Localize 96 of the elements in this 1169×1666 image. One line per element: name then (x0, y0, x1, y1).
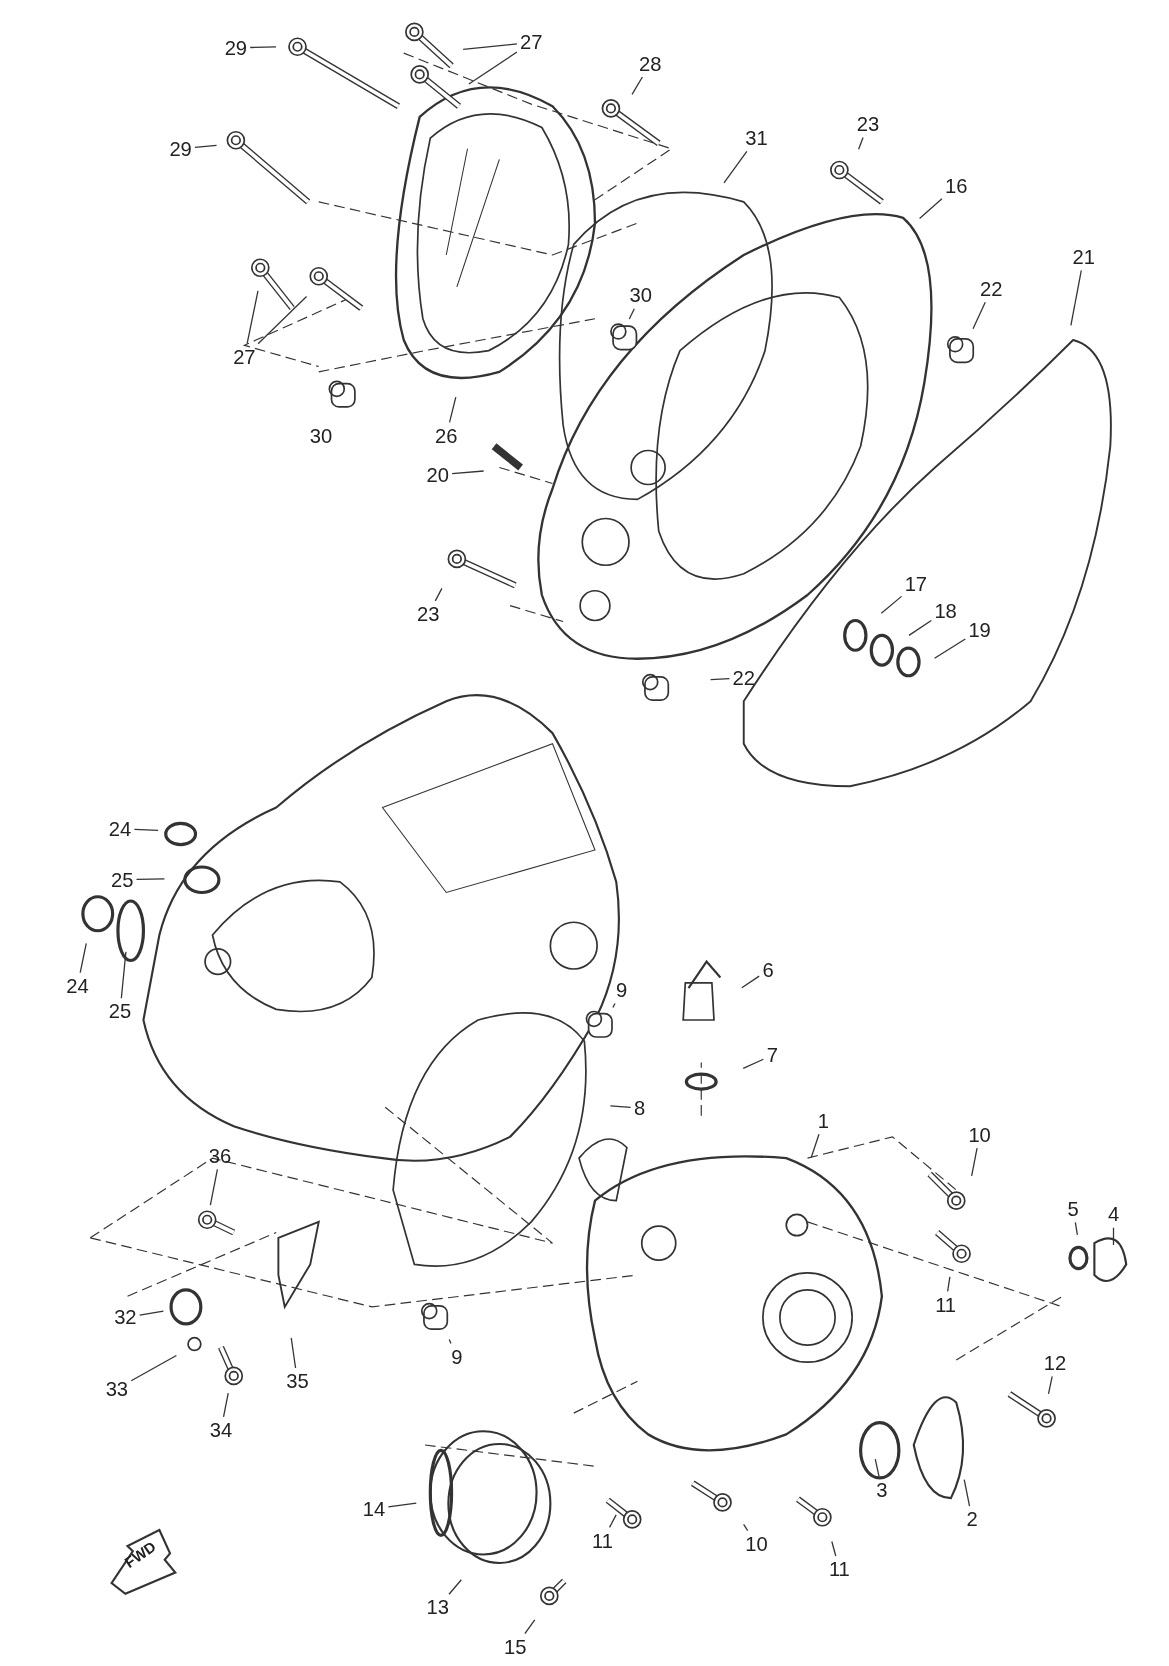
callout-number: 25 (107, 1000, 133, 1023)
callout-number: 36 (207, 1144, 233, 1168)
leader-line (448, 1338, 452, 1345)
leader-line (133, 828, 159, 831)
callout-number: 19 (967, 618, 992, 642)
leader-line (908, 619, 932, 636)
callout-number: 32 (113, 1306, 138, 1329)
callout-number: 22 (731, 666, 757, 690)
leader-line (468, 51, 518, 85)
callout-number: 29 (168, 137, 193, 160)
leader-line (524, 1619, 536, 1635)
leader-line (628, 308, 635, 320)
leader-line (963, 1478, 971, 1507)
callout-number: 11 (827, 1558, 851, 1581)
callout-number: 1 (816, 1109, 831, 1133)
leader-line (880, 595, 903, 614)
callout-number: 2 (965, 1508, 979, 1531)
callout-number: 18 (933, 599, 958, 623)
callout-number: 4 (1106, 1203, 1121, 1226)
callout-number: 25 (109, 868, 135, 891)
callout-number: 10 (744, 1532, 769, 1555)
callout-number: 27 (518, 31, 544, 54)
leader-line (246, 290, 259, 345)
callout-number: 5 (1066, 1197, 1080, 1221)
callout-number: 24 (65, 974, 90, 998)
leader-line (1112, 1227, 1115, 1246)
leader-line (257, 295, 308, 345)
leader-line (448, 1579, 462, 1595)
callout-number: 31 (744, 126, 769, 150)
leader-line (249, 46, 277, 49)
leader-line (1047, 1375, 1053, 1395)
callout-number: 33 (104, 1377, 130, 1400)
callout-number: 30 (628, 284, 653, 307)
callout-number: 28 (637, 52, 663, 75)
callout-number: 15 (503, 1635, 528, 1659)
callout-number: 24 (107, 817, 133, 840)
leader-line (130, 1354, 177, 1382)
leader-line (608, 1514, 617, 1528)
callout-number: 9 (614, 979, 629, 1002)
callout-number: 30 (308, 424, 334, 447)
leader-line (387, 1502, 417, 1508)
callout-number: 11 (590, 1529, 614, 1552)
leader-line (810, 1133, 820, 1158)
callout-number: 27 (232, 345, 257, 369)
callout-number: 7 (765, 1043, 780, 1067)
callout-number: 14 (361, 1497, 387, 1520)
leader-line (1070, 269, 1082, 327)
leader-line (743, 1523, 749, 1532)
callout-number: 10 (967, 1123, 992, 1146)
leader-line (194, 144, 218, 149)
leader-line (79, 942, 87, 974)
callout-number: 29 (223, 36, 249, 59)
callout-number: 23 (415, 602, 441, 626)
leader-line (857, 136, 864, 150)
leader-line (742, 1058, 765, 1070)
callout-number: 23 (855, 113, 881, 136)
callout-number: 26 (433, 424, 459, 447)
leader-line (135, 878, 166, 881)
leader-line (972, 301, 986, 330)
leader-line (139, 1310, 165, 1316)
leader-line (209, 1168, 219, 1206)
leader-line (222, 1392, 229, 1418)
leader-line (462, 43, 518, 50)
leader-line (448, 396, 457, 423)
leader-line (120, 951, 127, 999)
callout-number: 12 (1042, 1352, 1068, 1375)
leader-line (933, 638, 966, 659)
callout-number: 13 (425, 1596, 451, 1619)
leader-line (947, 1276, 951, 1293)
callout-number: 21 (1071, 245, 1097, 269)
leader-line (631, 76, 644, 95)
leader-line (971, 1147, 978, 1177)
leader-line (709, 678, 731, 681)
callout-number: 17 (903, 573, 929, 596)
leader-line (434, 587, 443, 602)
leader-line (290, 1337, 297, 1369)
callout-number: 35 (285, 1370, 310, 1393)
leader-line (612, 1002, 616, 1009)
leader-line (723, 150, 748, 184)
callout-number: 34 (208, 1418, 234, 1442)
callout-number: 9 (450, 1345, 464, 1368)
callout-number: 8 (632, 1097, 647, 1120)
callout-number: 6 (761, 958, 775, 982)
leader-line (451, 470, 485, 475)
direction-label: FWD (121, 1537, 159, 1572)
callout-number: 3 (875, 1478, 889, 1501)
leader-line (918, 198, 943, 220)
callout-number: 16 (943, 174, 969, 198)
callout-number: 20 (425, 463, 451, 487)
leader-line (1074, 1221, 1078, 1236)
leader-line (831, 1540, 837, 1557)
leader-line (741, 975, 760, 989)
leader-line (874, 1458, 880, 1477)
callout-number: 22 (979, 277, 1004, 301)
callout-number: 11 (934, 1293, 958, 1316)
leader-line (609, 1105, 632, 1109)
